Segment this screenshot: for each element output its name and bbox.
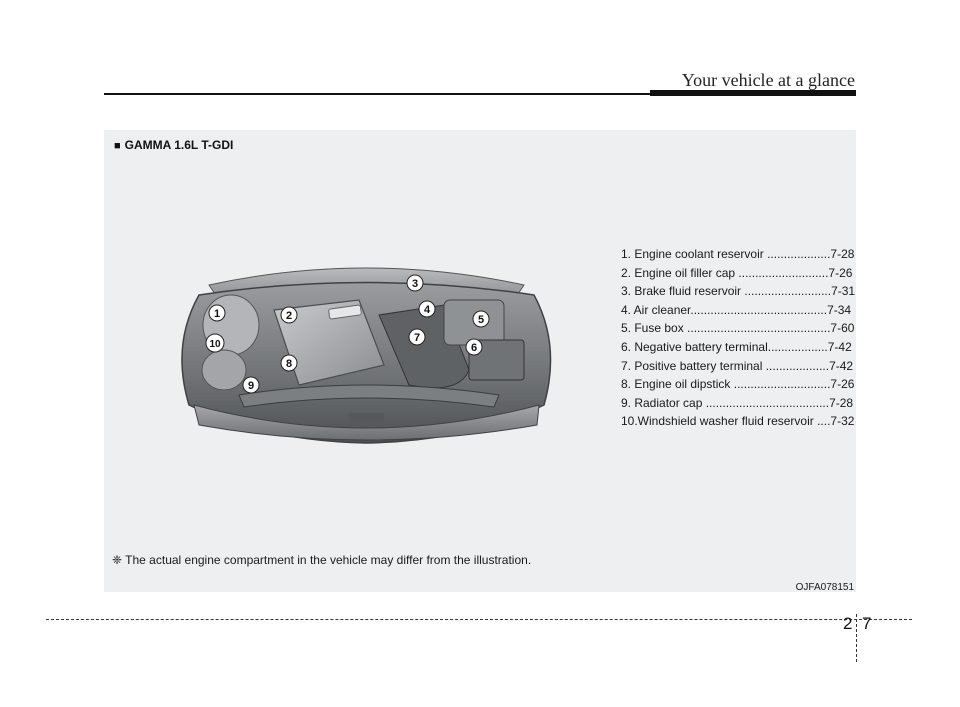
illustration-note: ❈ The actual engine compartment in the v… [112,553,532,567]
header-rule [104,93,856,95]
callout-2: 2 [280,306,298,324]
page-chapter-number: 2 [843,614,853,633]
svg-text:3: 3 [412,278,418,290]
legend-item: 8. Engine oil dipstick .................… [621,377,855,392]
component-legend: 1. Engine coolant reservoir ............… [621,245,856,431]
svg-text:9: 9 [248,380,254,392]
washer-reservoir-shape [201,349,247,391]
legend-item: 7. Positive battery terminal ...........… [621,358,854,373]
front-bumper-shape [193,404,540,441]
svg-text:4: 4 [424,304,431,316]
callout-7: 7 [408,328,426,346]
page-number: 7 [862,614,872,633]
footer-dashed-rule [46,619,912,620]
svg-text:10: 10 [209,339,221,350]
page-number-divider [856,614,857,662]
legend-item: 6. Negative battery terminal............… [621,339,852,354]
callout-4: 4 [418,300,436,318]
svg-text:8: 8 [286,358,292,370]
legend-item: 5. Fuse box ............................… [621,321,855,336]
legend-item: 1. Engine coolant reservoir ............… [621,247,855,261]
callout-8: 8 [280,354,298,372]
section-marker: ■ [114,140,121,152]
svg-text:5: 5 [478,314,484,326]
legend-item: 3. Brake fluid reservoir ...............… [621,284,856,299]
svg-text:2: 2 [286,310,292,322]
callout-1: 1 [208,304,226,322]
page-header-title: Your vehicle at a glance [681,70,855,90]
hood-latch-shape [349,413,384,423]
callout-9: 9 [242,376,260,394]
svg-text:6: 6 [471,342,477,354]
callout-10: 10 [205,333,225,353]
radiator-crossmember-shape [238,384,500,408]
section-label: ■GAMMA 1.6L T-GDI [114,138,233,152]
legend-item: 2. Engine oil filler cap ...............… [621,265,853,280]
callout-6: 6 [465,338,483,356]
section-label-text: GAMMA 1.6L T-GDI [124,138,234,152]
image-code: OJFA078151 [795,582,854,593]
callout-3: 3 [406,274,424,292]
engine-compartment-illustration: 1 2 3 4 5 6 7 8 9 10 [181,267,552,444]
legend-item: 9. Radiator cap ........................… [621,395,854,410]
battery-shape [468,339,525,381]
svg-text:7: 7 [414,332,420,344]
illustration-panel: ■GAMMA 1.6L T-GDI 1 2 [104,130,856,593]
header-rule-accent [650,90,856,96]
svg-text:1: 1 [214,308,220,320]
legend-item: 4. Air cleaner..........................… [621,302,852,317]
callout-5: 5 [472,310,490,328]
intake-badge-shape [328,304,362,320]
legend-item: 10.Windshield washer fluid reservoir ...… [621,414,855,429]
